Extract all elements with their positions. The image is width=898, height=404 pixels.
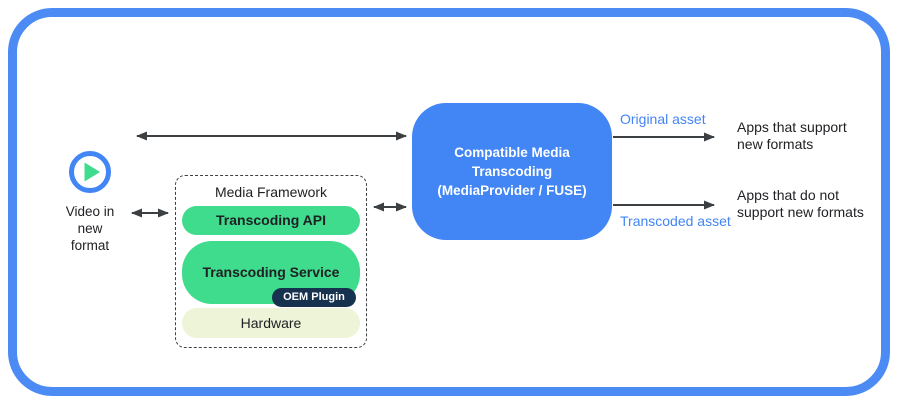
play-icon [68,150,112,194]
hardware-pill: Hardware [182,308,360,338]
oem-plugin-pill: OEM Plugin [272,288,356,307]
transcoding-api-pill: Transcoding API [182,206,360,235]
transcoded-asset-label: Transcoded asset [620,213,731,229]
apps-not-support-new-formats-label: Apps that do not support new formats [737,187,864,220]
compatible-media-transcoding-box: Compatible Media Transcoding (MediaProvi… [412,103,612,240]
diagram-border-frame [8,8,890,396]
original-asset-label: Original asset [620,111,706,127]
media-framework-box [175,175,367,348]
media-framework-title: Media Framework [214,184,328,200]
compatible-media-transcoding-label: Compatible Media Transcoding (MediaProvi… [437,145,587,198]
apps-support-new-formats-label: Apps that support new formats [737,119,847,152]
video-source-label: Video in new format [65,204,115,253]
